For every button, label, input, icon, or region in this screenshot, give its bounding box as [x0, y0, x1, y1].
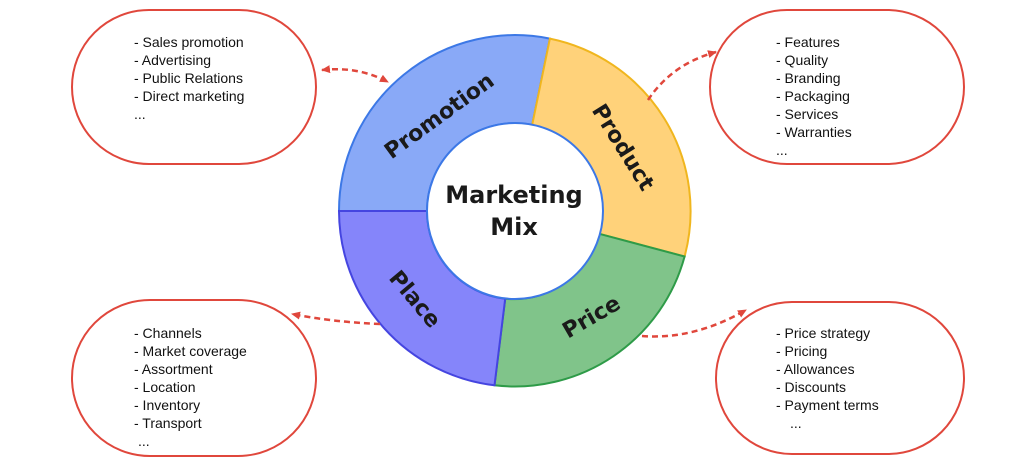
box-place-line: ...	[138, 433, 150, 449]
box-product-line: ...	[776, 142, 788, 158]
box-place-line: - Location	[134, 379, 195, 395]
box-product-line: - Services	[776, 106, 838, 122]
connector-product	[646, 50, 717, 101]
box-price-line: ...	[790, 415, 802, 431]
box-place-outline	[71, 299, 317, 457]
box-price-line: - Price strategy	[776, 325, 870, 341]
center-title-line1: Marketing	[445, 181, 582, 209]
box-promotion-line: ...	[134, 106, 146, 122]
box-product-line: - Warranties	[776, 124, 852, 140]
box-promotion-line: - Advertising	[134, 52, 211, 68]
donut-ring	[337, 34, 692, 388]
box-product-line: - Quality	[776, 52, 828, 68]
donut-hole	[426, 122, 604, 300]
box-product-line: - Features	[776, 34, 840, 50]
box-product-line: - Branding	[776, 70, 841, 86]
box-price-line: - Discounts	[776, 379, 846, 395]
box-promotion-line: - Public Relations	[134, 70, 243, 86]
box-price: - Price strategy - Pricing - Allowances …	[715, 301, 965, 455]
box-price-line: - Payment terms	[776, 397, 879, 413]
box-promotion-line: - Sales promotion	[134, 34, 244, 50]
connector-place	[291, 311, 381, 326]
center-title-line2: Mix	[490, 213, 538, 241]
box-promotion-line: - Direct marketing	[134, 88, 244, 104]
box-price-outline	[715, 301, 965, 455]
box-product-line: - Packaging	[776, 88, 850, 104]
box-place-line: - Assortment	[134, 361, 213, 377]
box-place: - Channels - Market coverage - Assortmen…	[71, 299, 317, 457]
box-price-line: - Allowances	[776, 361, 855, 377]
box-place-line: - Channels	[134, 325, 202, 341]
box-price-line: - Pricing	[776, 343, 827, 359]
box-promotion: - Sales promotion - Advertising - Public…	[71, 9, 317, 165]
connector-price	[641, 308, 747, 338]
connector-promotion	[321, 65, 389, 84]
box-place-line: - Inventory	[134, 397, 200, 413]
box-place-line: - Market coverage	[134, 343, 247, 359]
box-promotion-outline	[71, 9, 317, 165]
box-product: - Features - Quality - Branding - Packag…	[709, 9, 965, 165]
box-product-outline	[709, 9, 965, 165]
box-place-line: - Transport	[134, 415, 202, 431]
